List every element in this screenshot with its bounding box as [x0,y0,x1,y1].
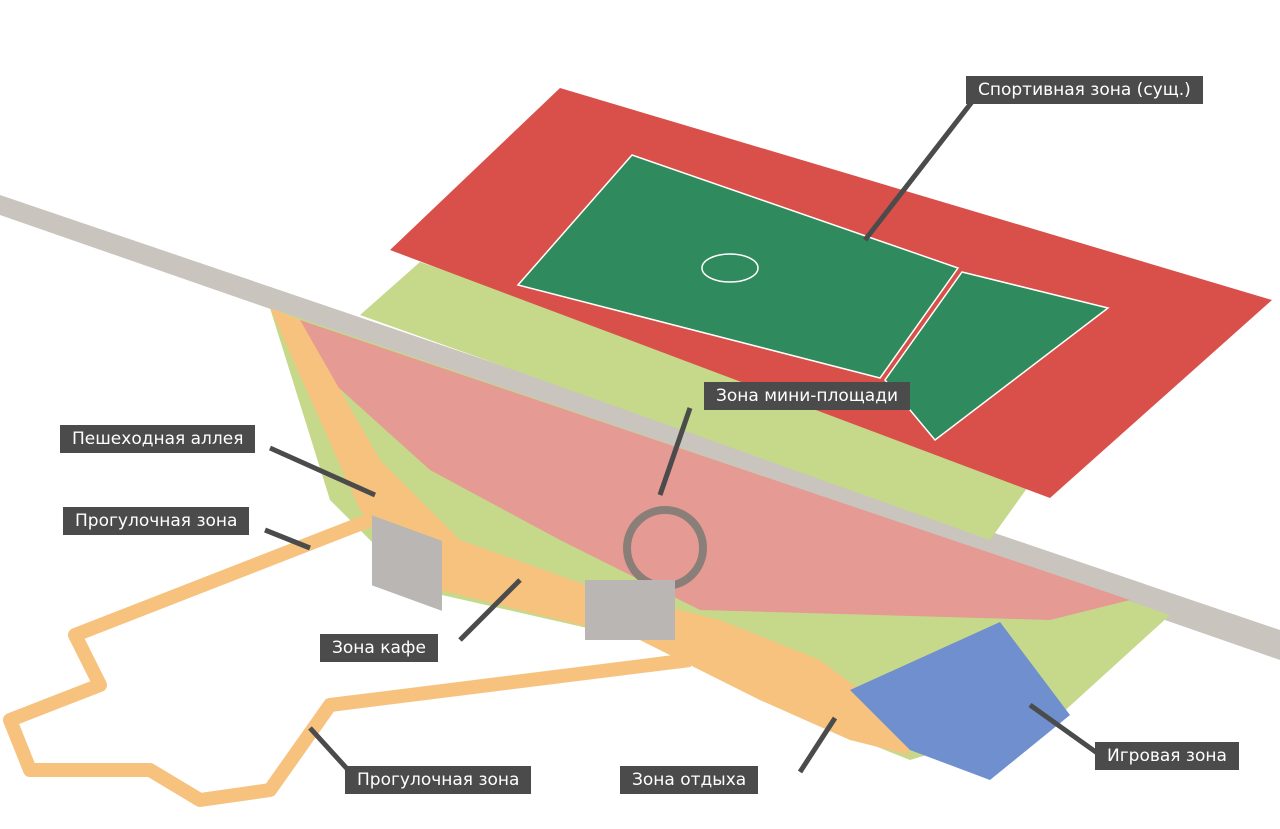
cafe-building [372,515,442,611]
label-sport-zone: Спортивная зона (сущ.) [966,76,1203,104]
label-mini-square-zone: Зона мини-площади [704,382,911,410]
label-cafe-zone: Зона кафе [320,634,438,662]
label-walk-zone-1: Прогулочная зона [63,507,250,535]
label-walk-zone-2: Прогулочная зона [345,766,532,794]
lawn-north [360,262,1040,540]
pedestrian-alley [270,308,910,755]
cafe-building-2 [585,580,675,640]
plaza [300,320,1130,620]
label-rest-zone: Зона отдыха [620,766,759,794]
label-play-zone: Игровая зона [1095,742,1239,770]
football-field [516,154,960,379]
center-circle [701,253,759,283]
label-pedestrian-alley: Пешеходная аллея [60,425,256,453]
leader-lines [264,96,1102,774]
play-area [850,622,1070,780]
walking-path [3,513,691,807]
basketball-court [884,271,1110,442]
